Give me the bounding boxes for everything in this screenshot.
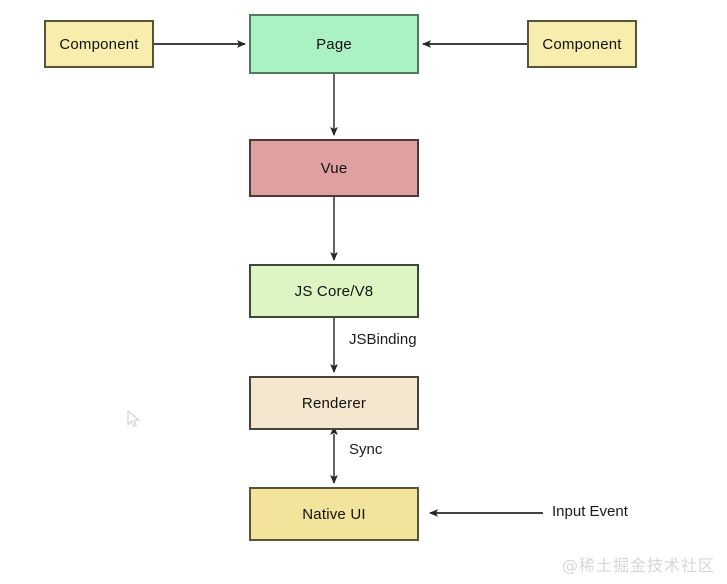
node-label: Renderer bbox=[301, 394, 367, 412]
node-label: Component bbox=[542, 35, 622, 53]
node-label: Native UI bbox=[302, 505, 366, 523]
node-label: Vue bbox=[320, 159, 348, 177]
node-component-right[interactable]: Component bbox=[527, 20, 637, 68]
node-js-core-v8[interactable]: JS Core/V8 bbox=[249, 264, 419, 318]
mouse-pointer-icon bbox=[127, 409, 141, 428]
watermark: @稀土掘金技术社区 bbox=[561, 556, 715, 575]
node-component-left[interactable]: Component bbox=[44, 20, 154, 68]
node-label: Component bbox=[59, 35, 139, 53]
node-label: Page bbox=[316, 35, 352, 53]
edge-label-input-event: Input Event bbox=[552, 503, 628, 520]
node-label: JS Core/V8 bbox=[294, 282, 374, 300]
node-renderer[interactable]: Renderer bbox=[249, 376, 419, 430]
node-page[interactable]: Page bbox=[249, 14, 419, 74]
node-vue[interactable]: Vue bbox=[249, 139, 419, 197]
edge-label-sync: Sync bbox=[349, 441, 383, 458]
node-native-ui[interactable]: Native UI bbox=[249, 487, 419, 541]
edge-label-jsbinding: JSBinding bbox=[349, 331, 417, 348]
